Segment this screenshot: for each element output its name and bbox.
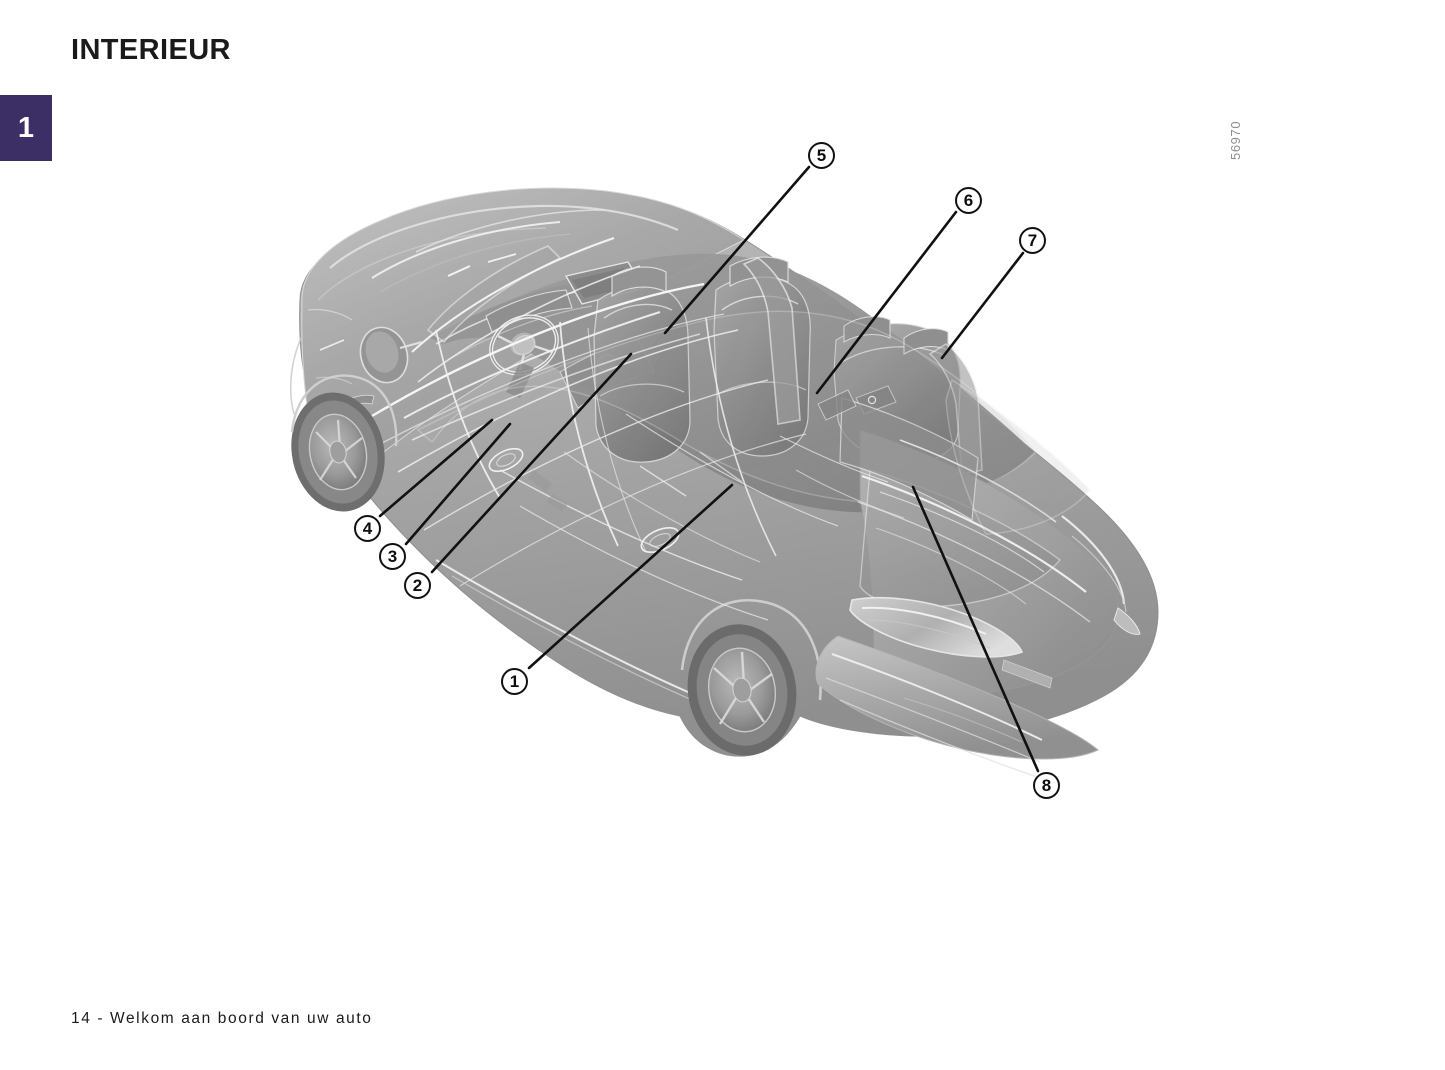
callout-marker-3[interactable]: 3: [379, 543, 406, 570]
callout-number-3: 3: [387, 547, 398, 566]
callout-marker-5[interactable]: 5: [808, 142, 835, 169]
chapter-tab: 1: [0, 95, 52, 161]
callout-number-5: 5: [816, 146, 827, 165]
leader-line-7: [940, 251, 1025, 360]
leader-line-6: [815, 210, 958, 395]
callout-marker-2[interactable]: 2: [404, 572, 431, 599]
leader-line-8: [911, 485, 1040, 773]
page-title: INTERIEUR: [71, 34, 231, 66]
vehicle-body: [289, 187, 1159, 779]
callout-marker-1[interactable]: 1: [501, 668, 528, 695]
callout-number-6: 6: [963, 191, 974, 210]
callout-marker-6[interactable]: 6: [955, 187, 982, 214]
callout-number-4: 4: [362, 519, 373, 538]
leader-line-4: [378, 418, 494, 518]
callout-marker-8[interactable]: 8: [1033, 772, 1060, 799]
page-footer: 14 - Welkom aan boord van uw auto: [71, 1010, 373, 1027]
callout-marker-7[interactable]: 7: [1019, 227, 1046, 254]
leader-line-2: [430, 352, 633, 574]
callout-leader-lines: [378, 165, 1040, 773]
callout-number-1: 1: [509, 672, 520, 691]
callout-number-2: 2: [412, 576, 423, 595]
leader-line-1: [527, 483, 734, 670]
leader-line-3: [404, 422, 512, 546]
leader-line-5: [663, 165, 811, 335]
callout-number-8: 8: [1041, 776, 1052, 795]
callout-marker-4[interactable]: 4: [354, 515, 381, 542]
callout-number-7: 7: [1027, 231, 1038, 250]
chapter-number: 1: [17, 111, 35, 144]
figure-reference-text: 56970: [1228, 120, 1243, 160]
